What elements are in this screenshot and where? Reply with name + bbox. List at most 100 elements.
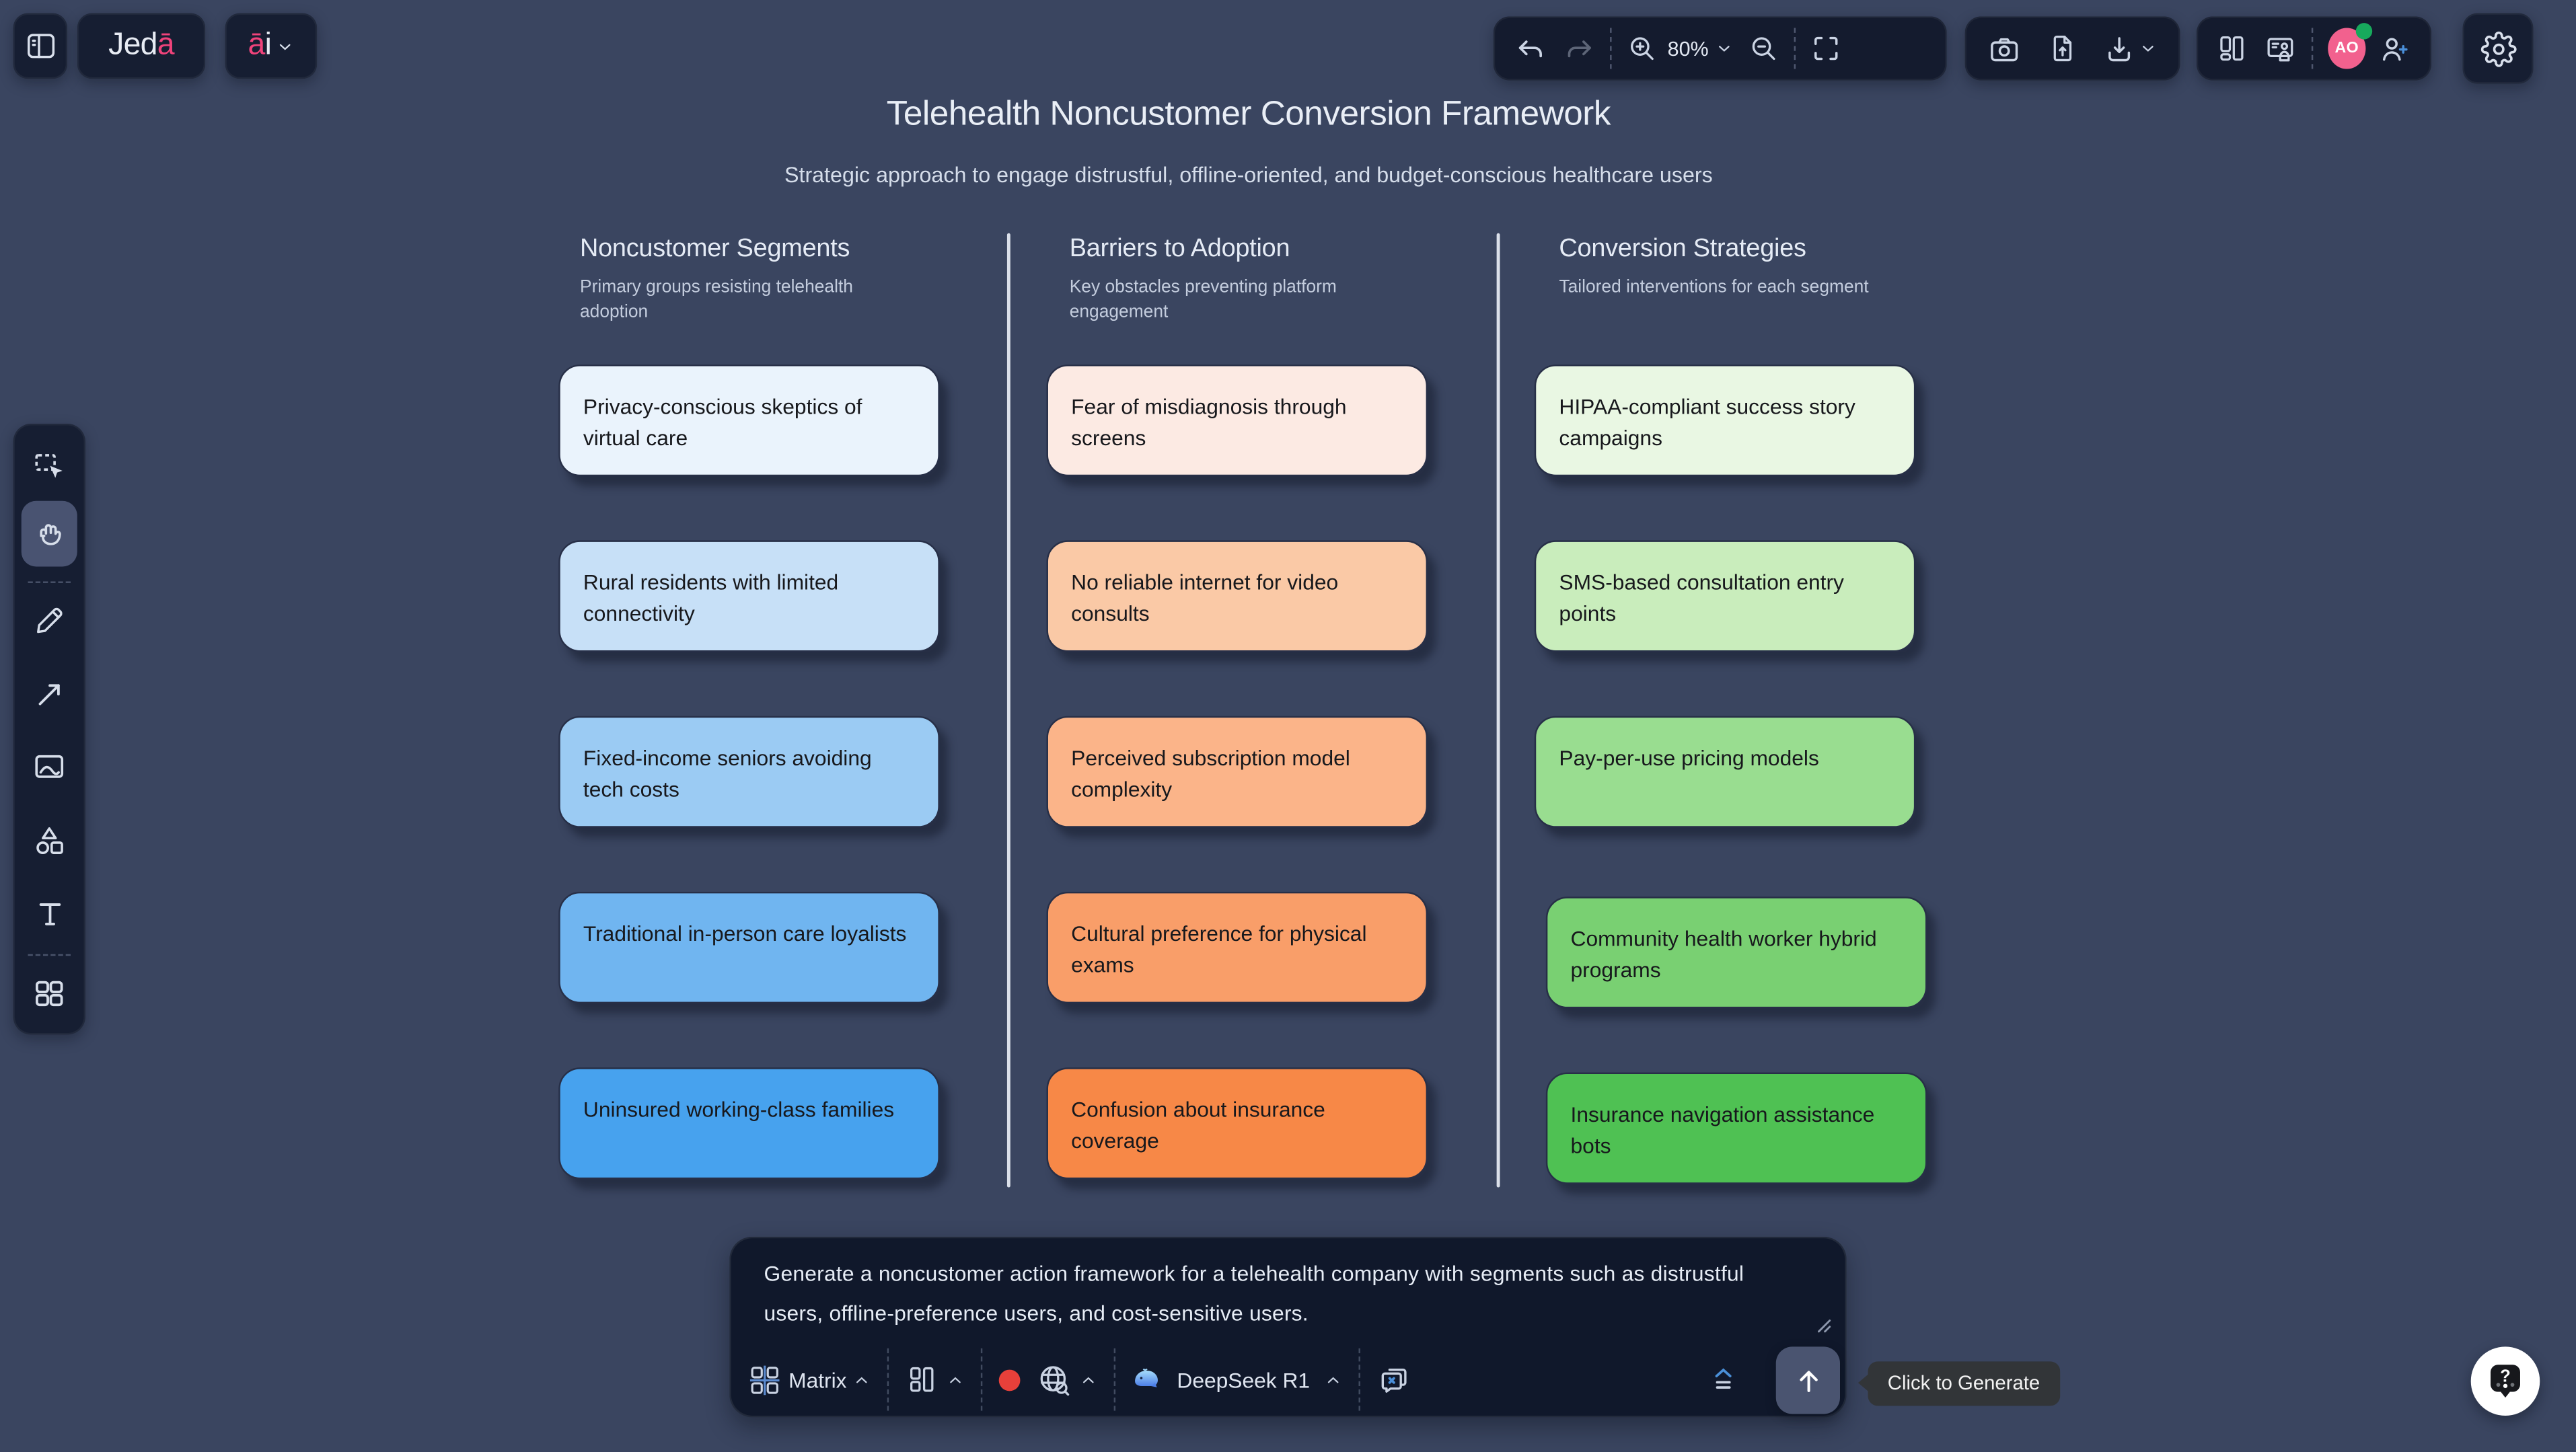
sidebar-separator bbox=[28, 581, 71, 583]
toolbar-separator bbox=[1610, 28, 1612, 69]
image-icon bbox=[31, 749, 67, 786]
web-access-selector[interactable] bbox=[999, 1361, 1099, 1398]
tooltip-text: Click to Generate bbox=[1887, 1371, 2040, 1395]
undo-button[interactable] bbox=[1514, 32, 1547, 65]
controls-separator bbox=[981, 1348, 984, 1411]
zoom-chevron-down-icon[interactable] bbox=[1715, 40, 1733, 58]
whale-icon bbox=[1132, 1365, 1162, 1394]
column-divider bbox=[1496, 233, 1500, 1188]
barrier-card[interactable]: No reliable internet for video consults bbox=[1046, 540, 1428, 652]
zoom-in-button[interactable] bbox=[1627, 33, 1658, 64]
clear-chat-button[interactable] bbox=[1377, 1361, 1413, 1398]
segment-card[interactable]: Fixed-income seniors avoiding tech costs bbox=[558, 716, 940, 828]
barrier-card[interactable]: Cultural preference for physical exams bbox=[1046, 891, 1428, 1004]
prompt-controls-row: Matrix bbox=[747, 1344, 1829, 1416]
sidebar-toggle-button[interactable] bbox=[13, 13, 68, 79]
fit-screen-button[interactable] bbox=[1810, 33, 1841, 64]
invite-user-button[interactable] bbox=[2379, 32, 2412, 65]
column-title-strategies: Conversion Strategies bbox=[1559, 235, 1806, 263]
settings-button[interactable] bbox=[2462, 13, 2534, 84]
controls-separator bbox=[1359, 1348, 1361, 1411]
strategy-card[interactable]: SMS-based consultation entry points bbox=[1534, 540, 1916, 652]
strategy-card[interactable]: Pay-per-use pricing models bbox=[1534, 716, 1916, 828]
template-selector[interactable]: Matrix bbox=[747, 1363, 871, 1397]
web-status-dot bbox=[999, 1369, 1021, 1391]
barrier-card[interactable]: Fear of misdiagnosis through screens bbox=[1046, 365, 1428, 477]
model-selector[interactable]: DeepSeek R1 bbox=[1132, 1365, 1342, 1394]
arrow-up-icon bbox=[1792, 1364, 1825, 1397]
tools-sidebar bbox=[13, 424, 85, 1035]
collapse-prompt-button[interactable] bbox=[1707, 1363, 1740, 1396]
segment-card[interactable]: Uninsured working-class families bbox=[558, 1067, 940, 1180]
grid-icon bbox=[31, 976, 67, 1012]
text-icon bbox=[32, 896, 67, 930]
column-divider bbox=[1006, 233, 1010, 1188]
chevron-up-icon bbox=[853, 1371, 871, 1389]
online-status-dot bbox=[2355, 23, 2373, 40]
jeda-logo-button[interactable]: Jedā bbox=[77, 13, 206, 79]
template-label: Matrix bbox=[788, 1367, 847, 1392]
marquee-cursor-icon bbox=[31, 450, 67, 486]
segment-card[interactable]: Rural residents with limited connectivit… bbox=[558, 540, 940, 652]
barrier-card[interactable]: Confusion about insurance coverage bbox=[1046, 1067, 1428, 1180]
chevron-down-icon bbox=[276, 37, 294, 55]
prompt-input[interactable]: Generate a noncustomer action framework … bbox=[764, 1261, 1744, 1326]
pen-tool-button[interactable] bbox=[15, 593, 84, 646]
column-title-barriers: Barriers to Adoption bbox=[1069, 235, 1290, 263]
generate-tooltip: Click to Generate bbox=[1857, 1361, 2060, 1406]
shapes-tool-button[interactable] bbox=[15, 814, 84, 867]
snapshot-button[interactable] bbox=[1988, 32, 2021, 65]
chevron-up-icon bbox=[947, 1371, 965, 1389]
hand-tool-button[interactable] bbox=[21, 500, 77, 567]
strategy-card[interactable]: Insurance navigation assistance bots bbox=[1545, 1072, 1927, 1184]
avatar[interactable]: AO bbox=[2328, 23, 2373, 69]
diagonal-arrow-icon bbox=[32, 676, 67, 710]
matrix-grid-icon bbox=[747, 1363, 782, 1397]
segment-card[interactable]: Traditional in-person care loyalists bbox=[558, 891, 940, 1004]
help-button[interactable]: ? bbox=[2470, 1346, 2540, 1416]
zoom-level-value[interactable]: 80% bbox=[1667, 36, 1709, 61]
model-label: DeepSeek R1 bbox=[1177, 1367, 1311, 1392]
sidebar-separator bbox=[28, 954, 71, 956]
controls-separator bbox=[887, 1348, 890, 1411]
ai-menu-button[interactable]: āi bbox=[225, 13, 318, 79]
gear-icon bbox=[2480, 30, 2516, 67]
zoom-out-button[interactable] bbox=[1748, 33, 1779, 64]
generate-button[interactable] bbox=[1775, 1346, 1840, 1414]
image-tool-button[interactable] bbox=[15, 740, 84, 793]
tooltip-caret bbox=[1857, 1374, 1868, 1391]
layout-selector[interactable] bbox=[906, 1363, 965, 1396]
text-tool-button[interactable] bbox=[15, 887, 84, 940]
strategy-card[interactable]: Community health worker hybrid programs bbox=[1545, 896, 1927, 1009]
avatar-initials: AO bbox=[2334, 39, 2359, 58]
select-tool-button[interactable] bbox=[15, 442, 84, 494]
strategy-card[interactable]: HIPAA-compliant success story campaigns bbox=[1534, 365, 1916, 477]
export-chevron-down-icon bbox=[2139, 40, 2157, 58]
chevron-lines-icon bbox=[1707, 1363, 1740, 1396]
apps-tool-button[interactable] bbox=[15, 967, 84, 1020]
export-button[interactable] bbox=[2103, 32, 2158, 65]
column-subtitle-segments: Primary groups resisting telehealth adop… bbox=[580, 277, 853, 321]
page-subtitle: Strategic approach to engage distrustful… bbox=[784, 162, 1713, 188]
chat-x-icon bbox=[1377, 1361, 1413, 1398]
boards-button[interactable] bbox=[2216, 33, 2247, 64]
page-title: Telehealth Noncustomer Conversion Framew… bbox=[886, 95, 1611, 133]
ai-prompt-bar: Generate a noncustomer action framework … bbox=[729, 1236, 1847, 1418]
globe-search-icon bbox=[1035, 1361, 1073, 1398]
capture-export-toolbar bbox=[1964, 16, 2180, 81]
collaboration-toolbar: AO bbox=[2196, 16, 2432, 81]
import-file-button[interactable] bbox=[2046, 33, 2077, 64]
chevron-up-icon bbox=[1325, 1371, 1343, 1389]
panel-left-icon bbox=[24, 30, 57, 63]
history-zoom-toolbar: 80% bbox=[1493, 16, 1947, 81]
resize-handle-icon[interactable] bbox=[1815, 1317, 1831, 1333]
kanban-layout-icon bbox=[906, 1363, 939, 1396]
segment-card[interactable]: Privacy-conscious skeptics of virtual ca… bbox=[558, 365, 940, 477]
column-subtitle-strategies: Tailored interventions for each segment bbox=[1559, 277, 1869, 297]
shapes-icon bbox=[31, 823, 67, 859]
barrier-card[interactable]: Perceived subscription model complexity bbox=[1046, 716, 1428, 828]
arrow-tool-button[interactable] bbox=[15, 666, 84, 719]
chevron-up-icon bbox=[1080, 1371, 1098, 1389]
redo-button[interactable] bbox=[1562, 32, 1595, 65]
present-button[interactable] bbox=[2264, 32, 2297, 65]
